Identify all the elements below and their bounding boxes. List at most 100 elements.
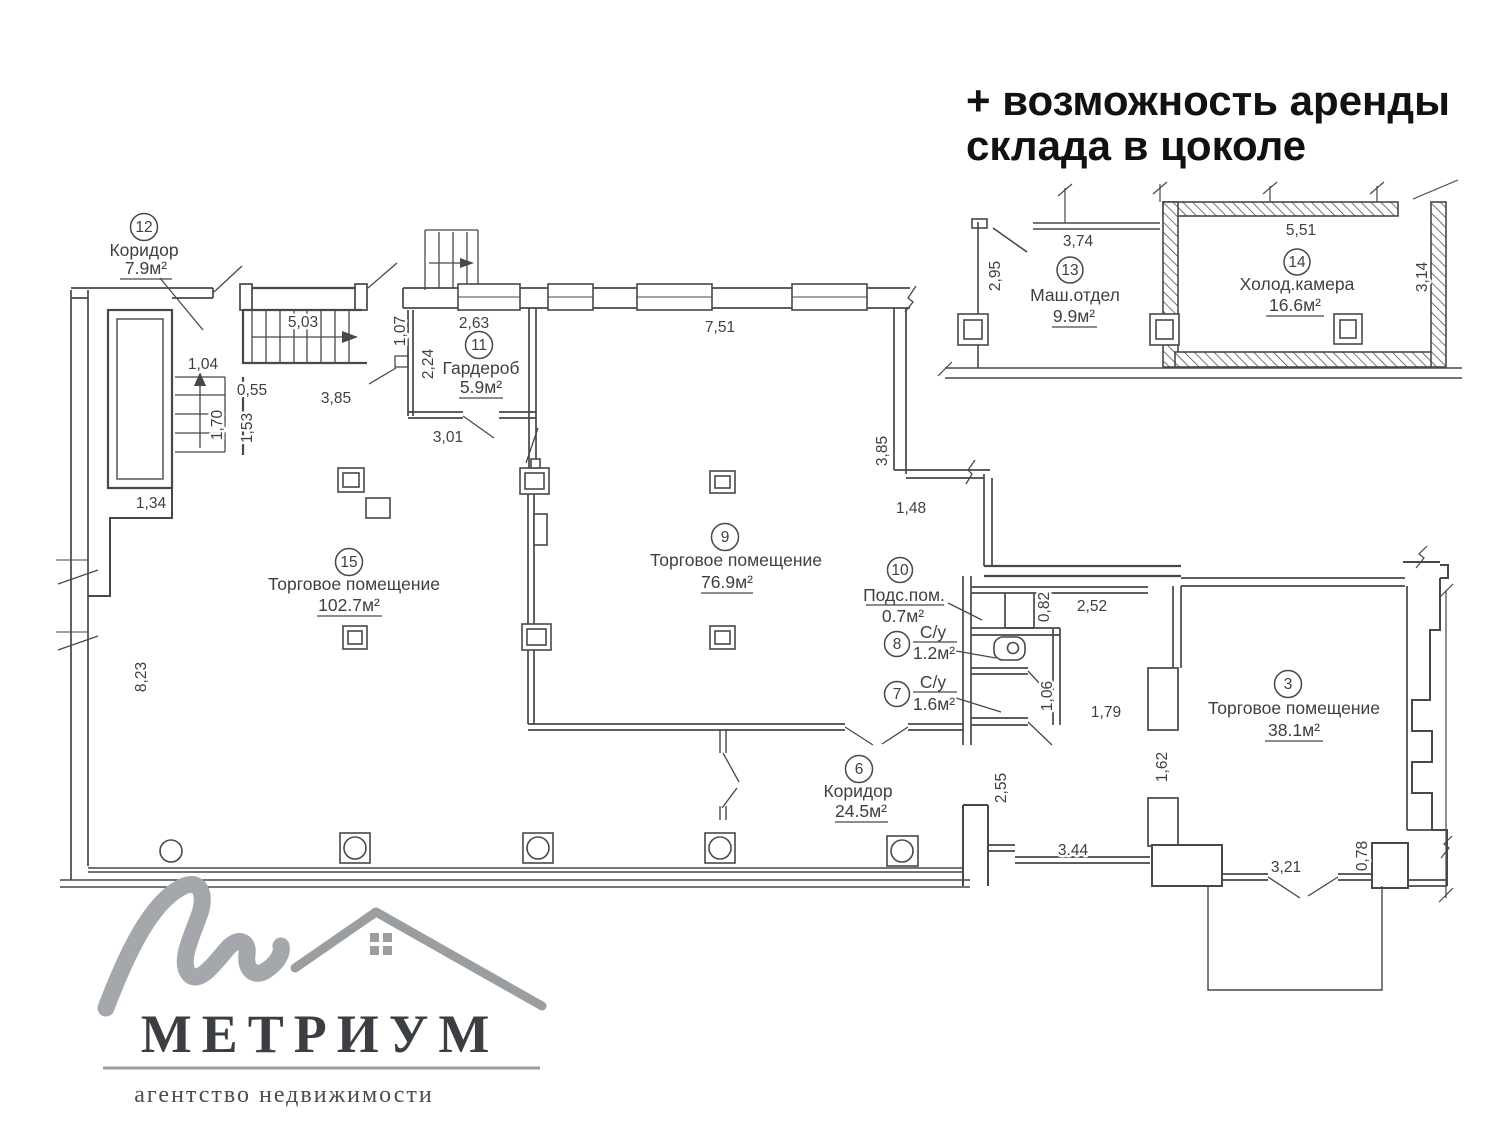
toilet-icon	[993, 636, 1026, 661]
dim: 0,55	[237, 382, 267, 399]
dim: 2,24	[420, 349, 437, 380]
dim: 2,63	[459, 315, 489, 332]
room9-name: Торговое помещение	[650, 550, 822, 570]
room10-area: 0.7м²	[882, 606, 924, 626]
room11-area: 5.9м²	[460, 377, 502, 397]
door-leaf	[992, 227, 1028, 253]
dim: 3,01	[433, 429, 463, 446]
room10-num: 10	[891, 562, 909, 579]
room15-name: Торговое помещение	[268, 574, 440, 594]
dim: 0,78	[1354, 841, 1371, 871]
logo-m-swash	[97, 876, 290, 1017]
door-leaf	[1027, 670, 1053, 698]
dim: 1,06	[1039, 681, 1056, 711]
door-leaf	[1307, 876, 1339, 897]
dim: 1,62	[1154, 752, 1171, 782]
room13-area: 9.9м²	[1053, 306, 1095, 326]
round-column	[159, 839, 183, 863]
leader-line	[947, 602, 983, 621]
main-plan-walls	[56, 283, 1454, 991]
door-leaf	[1267, 876, 1301, 899]
dim: 1,70	[209, 410, 226, 441]
dim: 2,95	[987, 261, 1004, 291]
dim: 0,82	[1036, 592, 1053, 622]
dim: 7,51	[705, 319, 735, 336]
stairs-main	[175, 229, 479, 453]
room12-name: Коридор	[109, 240, 178, 260]
room6-name: Коридор	[823, 781, 892, 801]
inset-plan	[937, 179, 1462, 379]
room-labels: 12 Коридор 7.9м² 11 Гардероб 5.9м² 15 То…	[107, 212, 1382, 823]
door-leaves-and-leaders	[159, 262, 1339, 899]
room10-name: Подс.пом.	[863, 585, 945, 605]
dim: 2,55	[993, 773, 1010, 803]
room14-area: 16.6м²	[1269, 295, 1321, 315]
room7-name: С/у	[920, 672, 947, 692]
inset-wall	[1033, 222, 1160, 230]
room-number-circle	[129, 212, 159, 242]
stair-arrow-right	[342, 331, 358, 343]
leader-line	[955, 650, 997, 659]
room12-num: 12	[135, 219, 152, 236]
stair-arrow-right-2	[460, 258, 474, 268]
leader-line	[159, 277, 204, 331]
room6-area: 24.5м²	[835, 801, 887, 821]
dim: 3,85	[874, 436, 891, 466]
room8-area: 1.2м²	[913, 643, 955, 663]
door-leaf	[721, 787, 738, 809]
door-leaf	[213, 265, 243, 293]
room7-num: 7	[893, 686, 902, 703]
room9-num: 9	[721, 529, 730, 546]
door-leaf	[462, 415, 495, 439]
door-leaf	[368, 367, 397, 385]
room12-area: 7.9м²	[125, 258, 167, 278]
room7-area: 1.6м²	[913, 694, 955, 714]
inset-baseline	[945, 367, 1462, 379]
door-leaf	[1027, 721, 1053, 746]
door-leaf	[844, 726, 874, 746]
room14-name: Холод.камера	[1240, 274, 1355, 294]
room15-area: 102.7м²	[318, 595, 380, 615]
dim: 3.44	[1058, 842, 1089, 859]
columns	[159, 458, 919, 867]
room14-num: 14	[1288, 254, 1306, 271]
dim: 5,51	[1286, 222, 1316, 239]
logo: МЕТРИУМ агентство недвижимости	[97, 876, 547, 1108]
dim: 1,53	[239, 413, 256, 443]
door-leaf	[722, 752, 740, 783]
room13-name: Маш.отдел	[1030, 285, 1120, 305]
windows	[457, 283, 868, 311]
header-line2: склада в цоколе	[966, 122, 1307, 170]
room11-num: 11	[471, 337, 487, 354]
dim: 1,79	[1091, 704, 1121, 721]
room9-area: 76.9м²	[701, 572, 753, 592]
room6-num: 6	[855, 761, 864, 778]
room3-area: 38.1м²	[1268, 720, 1320, 740]
dim: 3,85	[321, 390, 351, 407]
header-line1: + возможность аренды	[966, 77, 1450, 124]
room13-num: 13	[1061, 262, 1078, 279]
logo-brand: МЕТРИУМ	[141, 1004, 500, 1064]
room15-num: 15	[340, 554, 357, 571]
dim: 1,48	[896, 500, 926, 517]
room11-name: Гардероб	[443, 358, 520, 378]
logo-tagline: агентство недвижимости	[134, 1082, 434, 1108]
leader-line	[525, 427, 539, 464]
room3-name: Торговое помещение	[1208, 698, 1380, 718]
dim: 8,23	[133, 662, 150, 692]
dim: 5,03	[288, 314, 318, 331]
header-note: + возможность аренды склада в цоколе	[966, 78, 1450, 169]
room8-name: С/у	[920, 622, 947, 642]
dim: 3,21	[1271, 859, 1301, 876]
dim: 1,34	[136, 495, 167, 512]
dim: 1,04	[188, 356, 219, 373]
dim: 1,07	[392, 316, 409, 346]
dim: 3,74	[1063, 233, 1094, 250]
dimensions: 5,03 1,04 0,55 3,85 2,63 3,01 1,34 7,51 …	[131, 220, 1434, 879]
logo-house-window	[370, 933, 392, 955]
dim: 2,52	[1077, 598, 1107, 615]
leader-line	[955, 697, 1002, 713]
room8-num: 8	[893, 636, 902, 653]
